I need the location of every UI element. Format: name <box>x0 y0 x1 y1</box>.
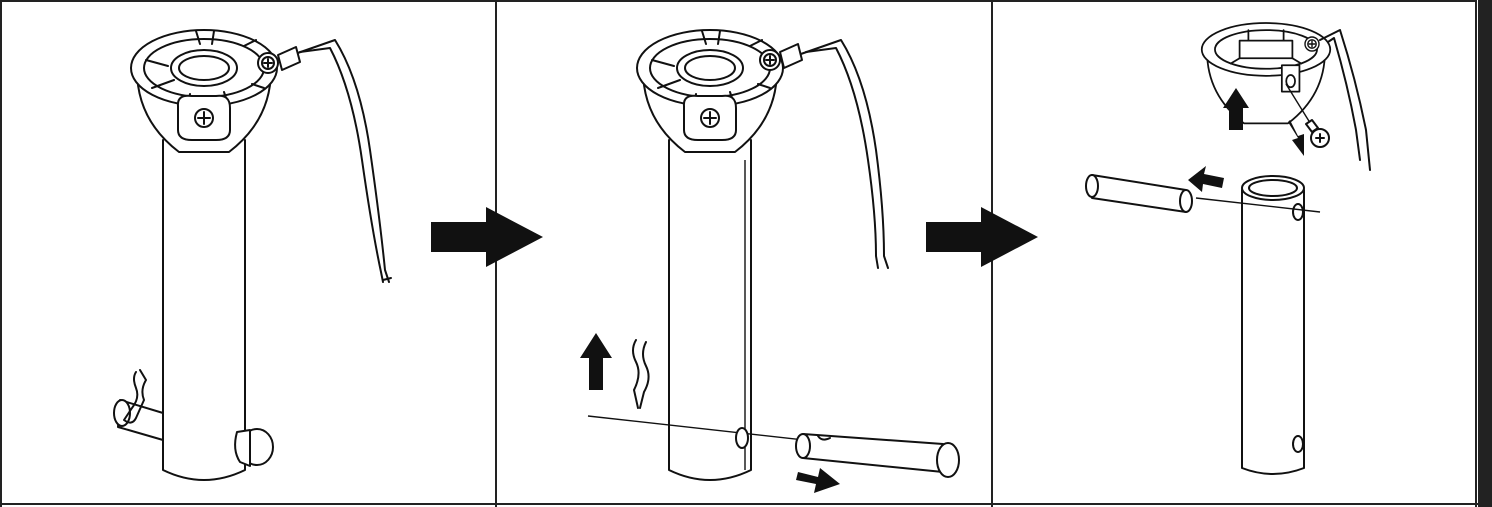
hitch-pin <box>795 433 960 478</box>
lift-hub-arrow <box>1223 88 1249 130</box>
canopy-hub <box>636 29 784 153</box>
step-3-panel <box>1085 22 1371 475</box>
next-step-arrow-1 <box>431 207 543 267</box>
spacer-out-arrow <box>1188 166 1224 192</box>
next-step-arrow-2 <box>926 207 1038 267</box>
wire <box>1319 29 1371 171</box>
wire <box>797 39 889 269</box>
hairpin-clip <box>632 339 650 409</box>
step-2-panel <box>580 29 960 493</box>
remove-screw-arrow <box>1288 120 1304 156</box>
lift-clip-arrow <box>580 333 612 390</box>
wire <box>291 39 390 283</box>
pole <box>1241 175 1305 475</box>
pole <box>162 139 246 481</box>
hub-top-screw <box>257 52 279 74</box>
canopy-hub <box>130 29 278 153</box>
removal-axis-line <box>1195 197 1321 213</box>
pull-out-arrow <box>796 468 840 493</box>
right-border <box>1478 0 1492 507</box>
hub-top-screw <box>1304 36 1320 52</box>
spacer-tube <box>1085 174 1193 213</box>
hitch-pin <box>113 399 274 467</box>
pole <box>668 139 752 481</box>
hub-top-screw <box>759 49 781 71</box>
hub-side-screw <box>1305 119 1330 148</box>
hairpin-clip <box>123 369 147 424</box>
step-1-panel <box>113 29 392 481</box>
